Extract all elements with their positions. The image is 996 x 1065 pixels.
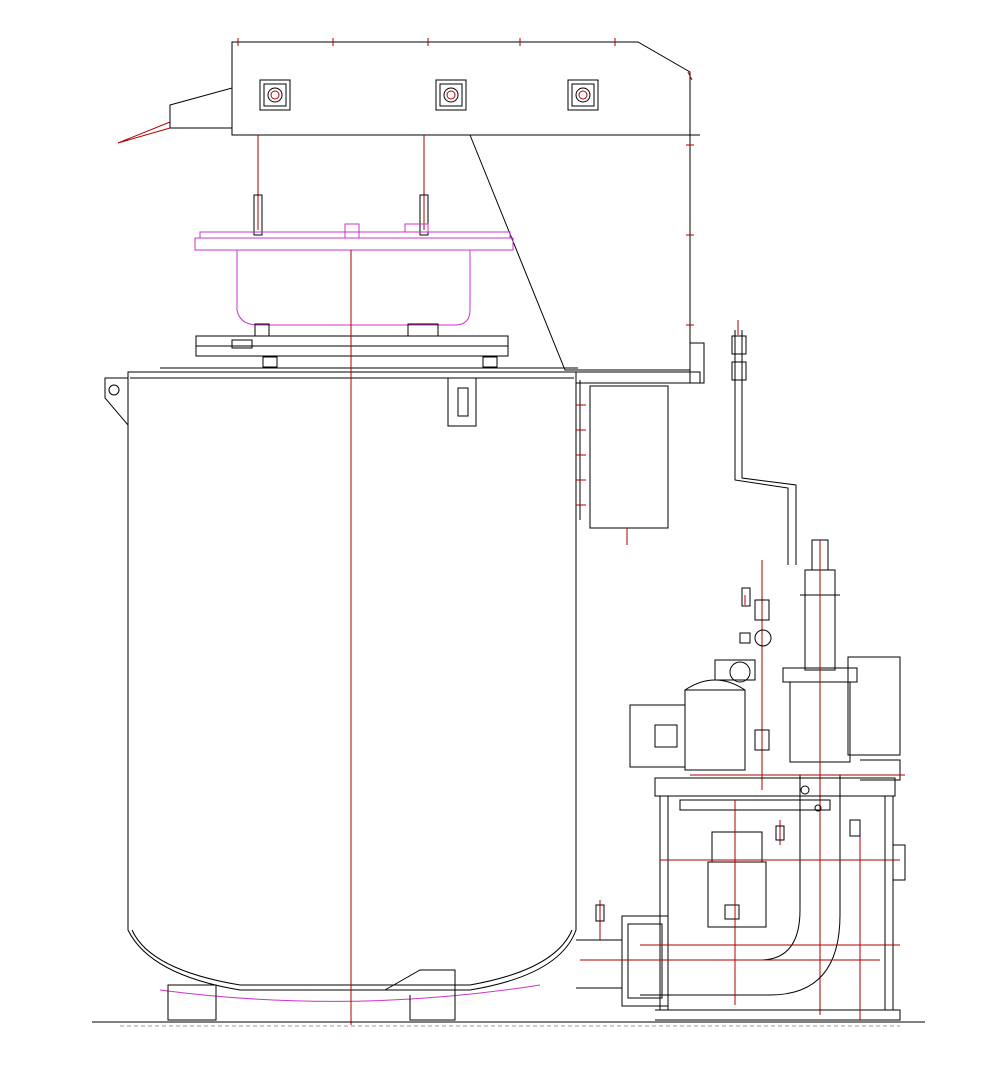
gantry-bolt <box>259 79 291 111</box>
hanging-rods <box>257 135 425 230</box>
gantry-ticks <box>237 38 694 326</box>
exhaust-column <box>640 539 858 1015</box>
side-cabinet <box>575 342 705 545</box>
pump-unit <box>707 785 861 1020</box>
rod-hooks <box>253 194 429 236</box>
furnace-top-flange <box>160 323 578 369</box>
base-frame <box>654 777 906 1021</box>
furnace-shell <box>104 371 577 1002</box>
construction-lines <box>640 774 905 946</box>
inlet-flange <box>576 900 880 1007</box>
valve-train <box>729 560 772 790</box>
gantry-bolt <box>435 79 467 111</box>
upper-right-box <box>847 656 901 781</box>
furnace-feet <box>167 969 456 1021</box>
retort-lid <box>194 223 514 326</box>
lifting-gantry <box>117 38 700 371</box>
blower-motor <box>629 659 756 771</box>
gas-piping <box>731 320 797 565</box>
gantry-bolt <box>567 79 599 111</box>
